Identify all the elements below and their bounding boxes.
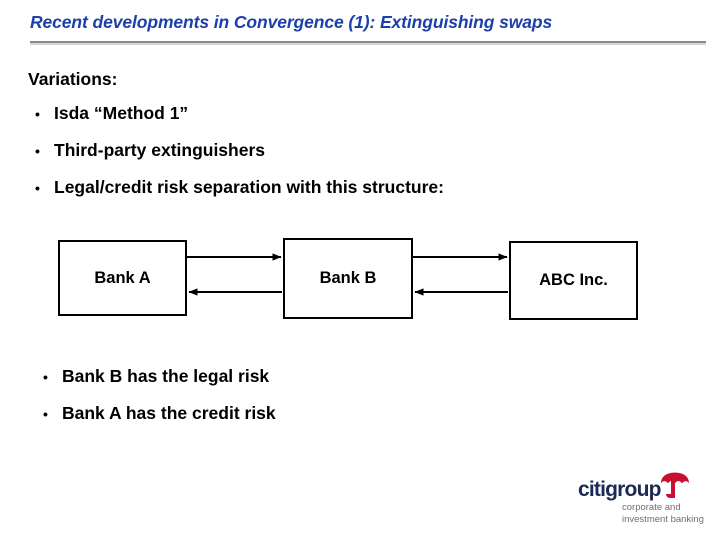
variations-section: Variations: • Isda “Method 1” • Third-pa…	[28, 68, 688, 213]
list-item-label: Legal/credit risk separation with this s…	[54, 177, 444, 197]
page-title: Recent developments in Convergence (1): …	[30, 12, 553, 32]
diagram-node-bank-a: Bank A	[58, 240, 187, 316]
logo-tagline-line2: investment banking	[622, 513, 704, 525]
list-item: • Bank B has the legal risk	[36, 365, 636, 388]
bullet-icon: •	[35, 180, 40, 196]
title-divider	[30, 41, 706, 45]
logo-wordmark: citigroup	[578, 478, 661, 501]
variations-heading: Variations:	[28, 69, 118, 89]
logo-umbrella-handle	[666, 481, 675, 498]
logo-tagline-line1: corporate and	[622, 502, 681, 513]
list-item-label: Bank B has the legal risk	[62, 366, 270, 386]
list-item-label: Bank A has the credit risk	[62, 403, 276, 423]
list-item-label: Isda “Method 1”	[54, 103, 189, 123]
list-item-label: Third-party extinguishers	[54, 140, 266, 160]
list-item: • Bank A has the credit risk	[36, 402, 636, 425]
risk-notes-section: • Bank B has the legal risk • Bank A has…	[36, 365, 636, 439]
bullet-icon: •	[35, 106, 40, 122]
logo-tagline: corporate and investment banking	[622, 502, 704, 525]
diagram-node-bank-b: Bank B	[283, 238, 413, 319]
list-item: • Legal/credit risk separation with this…	[28, 176, 688, 199]
umbrella-icon	[661, 472, 689, 484]
list-item: • Third-party extinguishers	[28, 139, 688, 162]
bullet-icon: •	[43, 406, 48, 422]
diagram-node-abc-inc: ABC Inc.	[509, 241, 638, 320]
bullet-icon: •	[35, 143, 40, 159]
list-item: • Isda “Method 1”	[28, 102, 688, 125]
bullet-icon: •	[43, 369, 48, 385]
citigroup-logo: citigroup corporate and investment banki…	[578, 470, 710, 528]
